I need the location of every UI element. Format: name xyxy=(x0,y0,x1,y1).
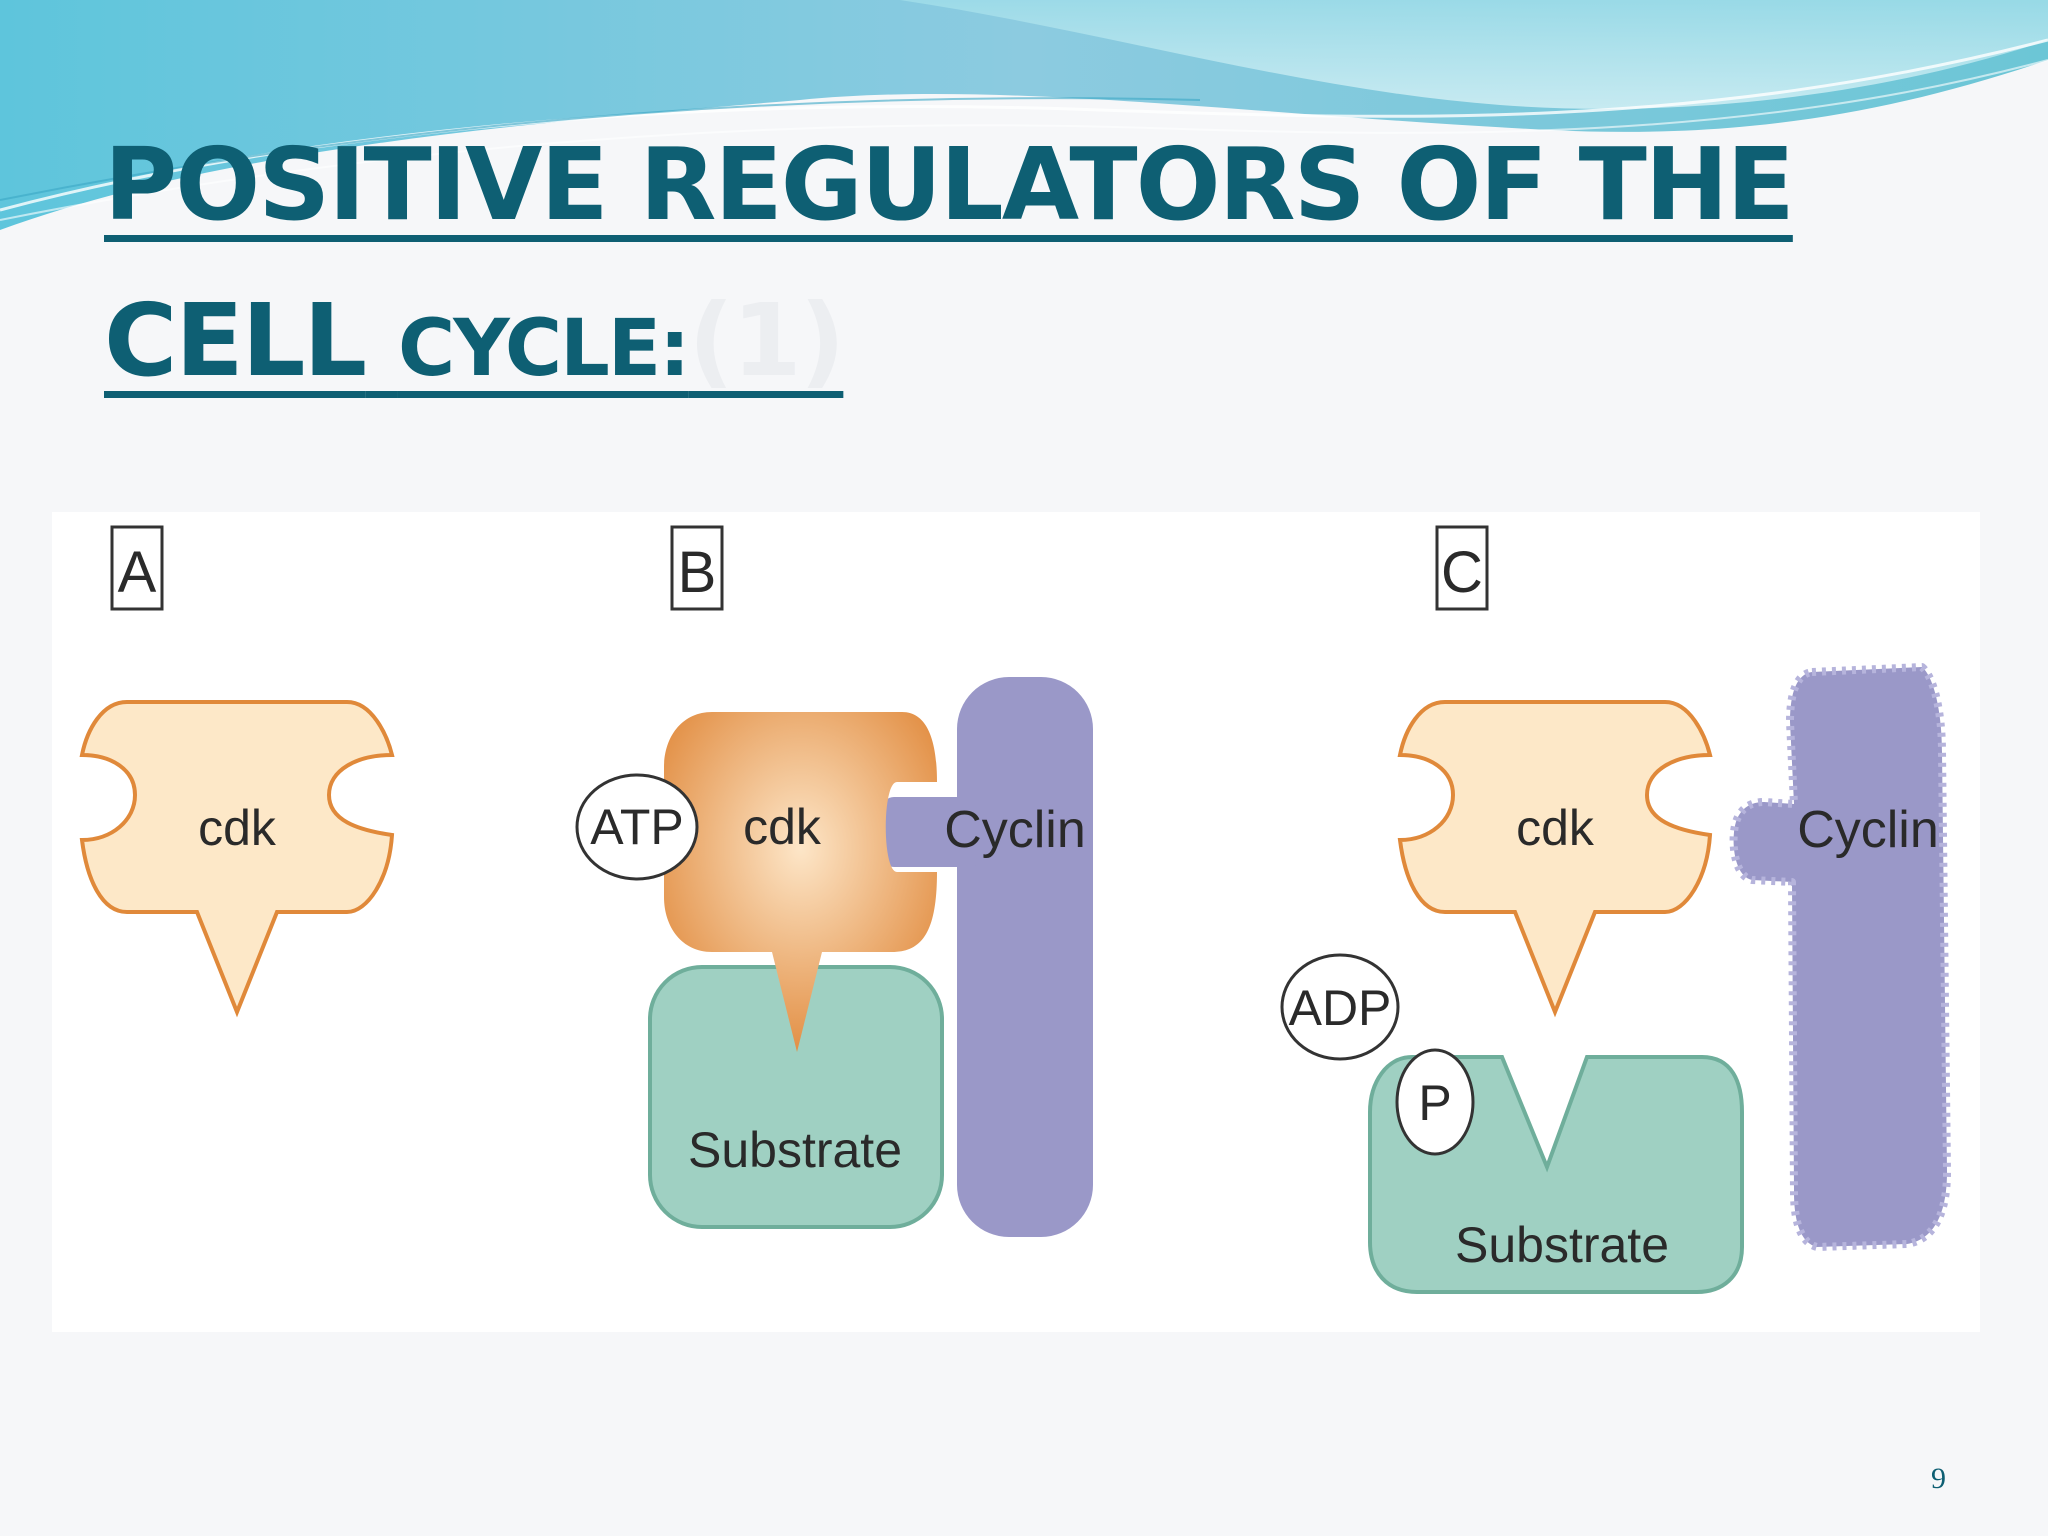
panel-b: B ATP cdk Cyclin Substrate xyxy=(575,525,1093,1237)
title-reference[interactable]: (1) xyxy=(688,282,845,399)
panel-b-cyclin-shape xyxy=(957,677,1093,1237)
panel-c-cdk-label: cdk xyxy=(1516,800,1595,856)
cdk-cyclin-figure: A cdk B ATP cdk Cyclin Substrate xyxy=(52,512,1980,1332)
title-line-1: POSITIVE REGULATORS OF THE xyxy=(104,126,1795,243)
panel-c-cyclin-label: Cyclin xyxy=(1797,801,1939,859)
panel-c-label-box xyxy=(1435,525,1489,611)
panel-b-atp-oval xyxy=(575,773,699,881)
title-word-cell: CELL xyxy=(104,282,367,399)
panel-a-cdk-shape xyxy=(79,700,395,1018)
panel-c-cyclin-shape xyxy=(1729,663,1951,1251)
panel-b-cdk-shape xyxy=(664,712,937,1052)
panel-a: A cdk xyxy=(79,525,395,1018)
panel-a-label: A xyxy=(118,540,157,605)
panel-b-label: B xyxy=(678,540,717,605)
panel-b-label-box xyxy=(670,525,724,611)
panel-c-adp-oval xyxy=(1280,953,1400,1061)
panel-b-cdk-label: cdk xyxy=(743,799,822,855)
panel-c-phosphate-oval xyxy=(1395,1048,1475,1156)
title-line-2: CELL CYCLE:(1) xyxy=(104,282,845,399)
panel-b-atp-label: ATP xyxy=(590,799,684,855)
panel-c-cdk-shape xyxy=(1397,700,1713,1018)
panel-a-label-box xyxy=(110,525,164,611)
title-word-cycle: CYCLE: xyxy=(397,304,690,394)
panel-c-label: C xyxy=(1441,540,1483,605)
panel-c-substrate-label: Substrate xyxy=(1455,1217,1669,1273)
panel-c: C ADP P cdk Cyclin Substrate xyxy=(1280,525,1951,1294)
page-number: 9 xyxy=(1931,1462,1946,1495)
panel-a-cdk-label: cdk xyxy=(198,800,277,856)
wave-banner xyxy=(0,0,2048,230)
panel-b-cyclin-label: Cyclin xyxy=(944,801,1086,859)
panel-b-cyclin-arm xyxy=(882,797,982,867)
panel-c-adp-label: ADP xyxy=(1289,980,1392,1036)
panel-c-phosphate-label: P xyxy=(1418,1075,1451,1131)
panel-b-substrate-label: Substrate xyxy=(688,1122,902,1178)
